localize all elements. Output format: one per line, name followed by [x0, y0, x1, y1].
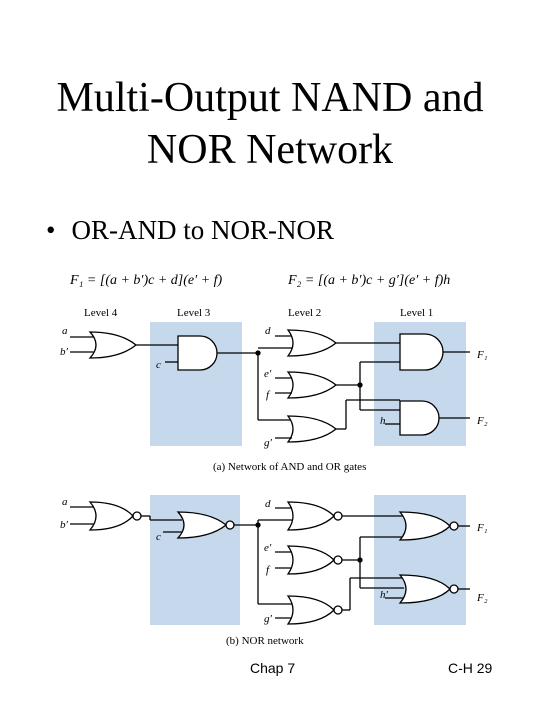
- or-gate-level-2-bottom: [286, 415, 338, 443]
- slide-title: Multi-Output NAND and NOR Network: [0, 72, 540, 176]
- level-2-label: Level 2: [288, 307, 321, 319]
- caption-b: (b) NOR network: [226, 635, 304, 647]
- equation-f2: F₂ = [(a + b′)c + g′](e′ + f)h: [287, 273, 450, 288]
- footer-chapter: Chap 7: [250, 660, 296, 676]
- input-label-a: a: [62, 325, 68, 337]
- and-or-network: [70, 322, 470, 446]
- input-label-b: b′: [60, 346, 69, 358]
- nor-gate-level-1-top: [398, 511, 459, 541]
- bullet-item: • OR-AND to NOR-NOR: [46, 215, 334, 246]
- nor-input-label-c: c: [156, 531, 161, 543]
- nor-gate-level-2-bottom: [286, 595, 343, 625]
- nor-gate-level-2-middle: [286, 545, 343, 575]
- input-label-c: c: [156, 359, 161, 371]
- and-gate-level-3: [177, 335, 218, 371]
- level-3-label: Level 3: [177, 307, 211, 319]
- output-label-f1: F₁: [476, 349, 488, 361]
- nor-output-label-f2: F₂: [476, 592, 488, 604]
- input-label-d: d: [265, 325, 271, 337]
- nor-input-label-d: d: [265, 498, 271, 510]
- nor-gate-level-2-top: [286, 501, 343, 531]
- bullet-text: OR-AND to NOR-NOR: [71, 215, 334, 245]
- nor-input-label-b: b′: [60, 519, 69, 531]
- input-label-f: f: [266, 389, 271, 401]
- input-label-g: g′: [264, 437, 273, 449]
- or-gate-level-4: [88, 331, 138, 359]
- nor-output-label-f1: F₁: [476, 522, 488, 534]
- slide-title-line-1: Multi-Output NAND and: [56, 75, 484, 121]
- and-gate-level-1-top: [399, 333, 444, 371]
- nor-network: [70, 495, 470, 625]
- slide-title-line-2: NOR Network: [146, 127, 394, 173]
- output-label-f2: F₂: [476, 415, 488, 427]
- nor-input-label-a: a: [62, 496, 68, 508]
- nor-input-label-f: f: [266, 564, 271, 576]
- or-gate-level-2-top: [286, 329, 338, 357]
- level-1-label: Level 1: [400, 307, 433, 319]
- nor-gate-level-3: [176, 511, 235, 539]
- nor-gate-level-1-bottom: [398, 574, 459, 604]
- input-label-e: e′: [264, 368, 272, 380]
- level-4-label: Level 4: [84, 307, 118, 319]
- junction-dot: [255, 350, 261, 356]
- input-label-h: h: [380, 415, 386, 427]
- and-gate-level-1-bottom: [399, 400, 440, 436]
- footer-page-number: C-H 29: [448, 660, 493, 676]
- bullet-marker: •: [46, 215, 56, 245]
- nor-input-label-e: e′: [264, 542, 272, 554]
- or-gate-level-2-middle: [286, 371, 338, 399]
- nor-input-label-g: g′: [264, 613, 273, 625]
- nor-input-label-h: h′: [380, 589, 389, 601]
- nor-gate-level-4: [88, 501, 142, 531]
- equation-f1: F₁ = [(a + b′)c + d](e′ + f): [69, 273, 223, 288]
- caption-a: (a) Network of AND and OR gates: [213, 461, 366, 473]
